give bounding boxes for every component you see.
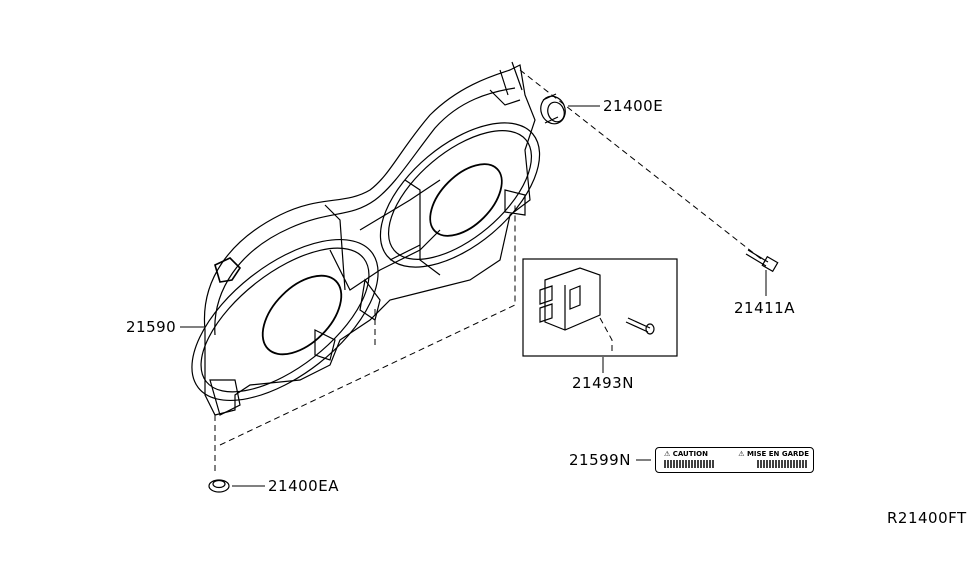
caution-label-sticker: ⚠ CAUTION ⚠ MISE EN GARDE <box>655 447 814 473</box>
warning-triangle-icon: ⚠ <box>664 450 671 458</box>
mise-en-garde-heading: MISE EN GARDE <box>746 450 809 458</box>
label-21493n: 21493N <box>572 374 634 392</box>
label-21599n: 21599N <box>569 451 631 469</box>
label-21411a: 21411A <box>734 299 795 317</box>
grommet-21400ea <box>208 479 230 493</box>
right-fan-ring <box>379 122 541 268</box>
label-21590: 21590 <box>126 318 177 336</box>
bolt-21411a <box>745 249 779 273</box>
left-fan-motor <box>261 274 343 356</box>
left-fan-ring <box>191 238 379 402</box>
caution-heading: CAUTION <box>672 450 708 458</box>
mise-en-garde-fine-print <box>757 460 807 468</box>
fan-control-module-21493n <box>539 267 655 335</box>
right-fan-motor <box>429 163 503 237</box>
grommet-21400e <box>540 93 566 125</box>
fan-shroud-outline <box>203 64 536 416</box>
module-frame <box>522 258 678 357</box>
warning-triangle-icon: ⚠ <box>738 450 745 458</box>
label-21400ea: 21400EA <box>268 477 339 495</box>
label-21400e: 21400E <box>603 97 664 115</box>
caution-fine-print <box>664 460 714 468</box>
diagram-code: R21400FT <box>887 509 967 527</box>
